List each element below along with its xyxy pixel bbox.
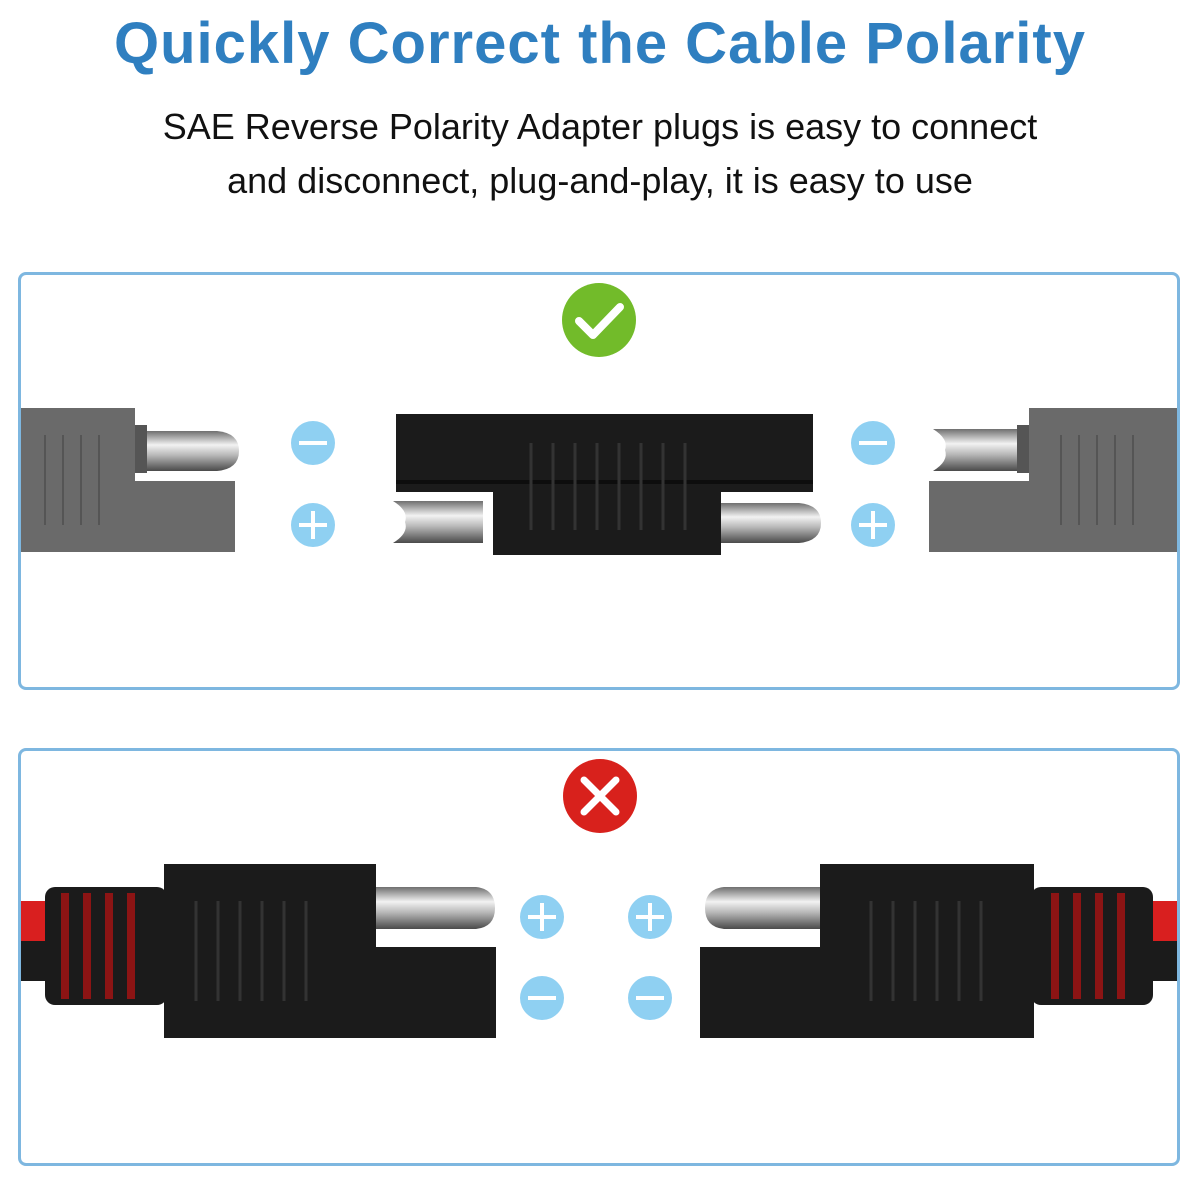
right-plus-marker	[628, 895, 672, 939]
right-minus-marker	[851, 421, 895, 465]
subtitle-line-1: SAE Reverse Polarity Adapter plugs is ea…	[162, 106, 1038, 147]
wrong-connection-illustration	[21, 759, 1177, 1038]
left-black-plug	[21, 864, 496, 1038]
right-plus-marker	[851, 503, 895, 547]
right-grey-plug	[929, 408, 1177, 552]
left-minus-marker	[520, 976, 564, 1020]
right-black-plug	[700, 864, 1177, 1038]
left-plus-marker	[520, 895, 564, 939]
left-plus-marker	[291, 503, 335, 547]
reverse-polarity-adapter	[393, 414, 821, 555]
check-icon	[562, 283, 636, 357]
right-minus-marker	[628, 976, 672, 1020]
left-grey-plug	[21, 408, 239, 552]
close-icon	[563, 759, 637, 833]
wrong-connection-panel	[18, 748, 1180, 1166]
correct-connection-panel	[18, 272, 1180, 690]
page-title: Quickly Correct the Cable Polarity	[114, 11, 1086, 76]
left-minus-marker	[291, 421, 335, 465]
subtitle-line-2: and disconnect, plug-and-play, it is eas…	[227, 160, 973, 201]
correct-connection-illustration	[21, 283, 1177, 555]
